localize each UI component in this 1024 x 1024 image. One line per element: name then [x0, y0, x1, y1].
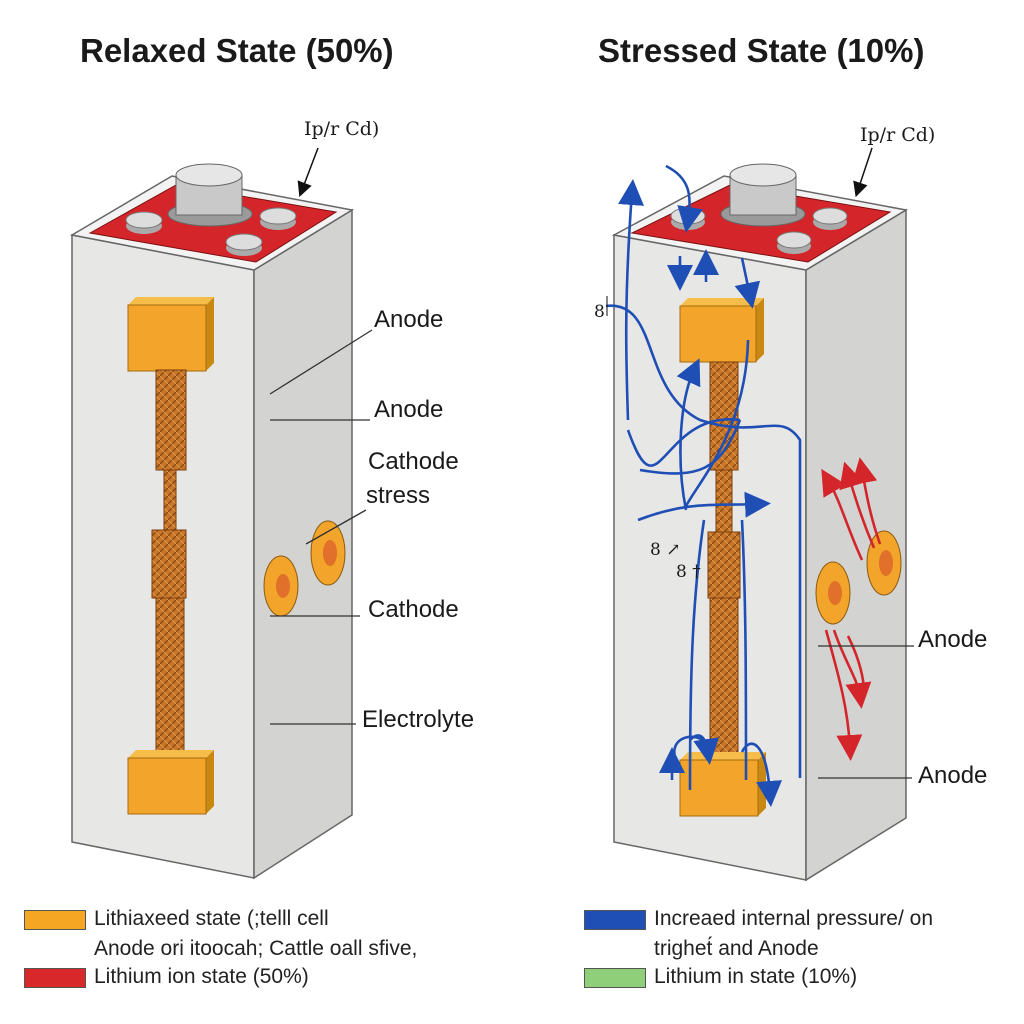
right-anode-disc: [866, 530, 902, 596]
right-middle-coil: [707, 531, 741, 599]
legend-text: Lithium in state (10%): [654, 965, 858, 988]
legend-text: trighet́ and Anode: [654, 937, 819, 960]
leader-line: [305, 509, 367, 545]
legend-text: Lithium ion state (50%): [94, 965, 309, 988]
left-main-terminal: [167, 163, 253, 227]
right-main-terminal: [720, 163, 806, 227]
left-top-electrode: [127, 297, 214, 372]
legend-text: Lithiaxeed state (;telll cell: [94, 907, 329, 930]
pressure-flow-arrows: [605, 164, 802, 807]
right-bottom-electrode: [679, 752, 766, 817]
annotation-arrow: [297, 147, 319, 198]
left-battery-cell: [69, 147, 373, 880]
small-mark: 8: [594, 302, 605, 322]
stress-arrows: [821, 457, 882, 761]
annotation-arrow: [853, 147, 873, 198]
label-stress: stress: [366, 482, 431, 509]
left-lower-coil: [155, 597, 185, 757]
right-top-annotation: Ip/r Cd): [860, 124, 936, 146]
right-small-terminal: [776, 231, 812, 254]
legend-swatch-red: [24, 968, 86, 988]
label-anode: Anode: [918, 626, 988, 653]
label-anode: Anode: [374, 306, 444, 333]
left-small-terminal: [125, 211, 163, 234]
left-small-terminal: [225, 233, 263, 256]
label-electrolyte: Electrolyte: [362, 706, 475, 733]
leader-line: [269, 329, 373, 395]
label-anode: Anode: [918, 762, 988, 789]
label-cathode: Cathode: [368, 448, 459, 475]
legend-swatch-green: [584, 968, 646, 988]
right-thin-coil: [715, 469, 733, 533]
left-title: Relaxed State (50%): [80, 32, 394, 69]
left-small-terminal: [259, 207, 297, 230]
small-mark: 8 †: [676, 562, 701, 582]
right-lower-coil: [709, 597, 739, 759]
small-mark: 8 ↗: [650, 540, 681, 560]
left-cathode-disc: [263, 555, 299, 617]
legend-swatch-orange: [24, 910, 86, 930]
right-small-terminal: [812, 207, 848, 230]
left-top-annotation: Ip/r Cd): [304, 118, 380, 140]
left-upper-coil: [155, 369, 187, 471]
right-anode-disc: [815, 561, 851, 625]
label-anode: Anode: [374, 396, 444, 423]
legend-text: Increaed internal pressure/ on: [654, 907, 933, 930]
legend-text: Anode ori itoocah; Cattle oall sfive,: [94, 937, 418, 960]
right-battery-cell: [605, 147, 914, 882]
left-middle-coil: [151, 529, 187, 599]
left-bottom-electrode: [127, 750, 214, 815]
right-top-electrode: [679, 298, 764, 363]
left-thin-coil: [163, 469, 177, 531]
right-title: Stressed State (10%): [598, 32, 925, 69]
left-cathode-disc: [310, 520, 346, 586]
label-cathode: Cathode: [368, 596, 459, 623]
legend-swatch-blue: [584, 910, 646, 930]
